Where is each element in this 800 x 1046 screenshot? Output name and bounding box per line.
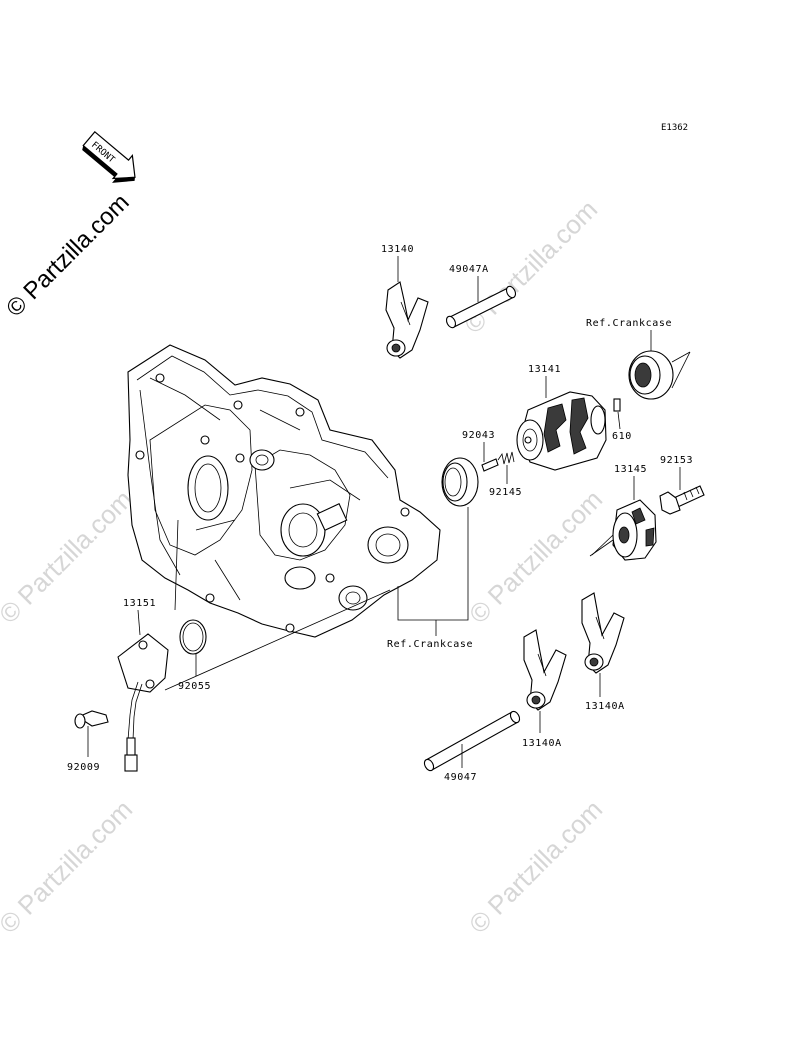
shift-rod-49047A [445,285,517,329]
spring-92145 [497,451,515,465]
shift-fork-13140A-left [523,629,567,711]
label-ref-crankcase-top: Ref.Crankcase [586,318,672,329]
label-92055: 92055 [178,681,211,692]
watermark-text: © Partzilla.com [0,484,138,629]
diagram-code: E1362 [661,123,688,133]
pin-610 [613,398,621,412]
label-92009: 92009 [67,762,100,773]
label-13141: 13141 [528,364,561,375]
watermark-text: © Partzilla.com [0,794,138,939]
label-610: 610 [612,431,632,442]
shift-fork-13140A-right [581,592,625,674]
shift-drum-13141 [516,391,607,471]
o-ring-92055 [179,619,207,655]
screw-92009 [74,710,109,729]
watermark-text-main: © Partzilla.com [1,189,134,322]
label-13140A-right: 13140A [585,701,625,712]
label-13151: 13151 [123,598,156,609]
bolt-92153 [659,485,705,515]
pin-92043 [481,458,499,472]
part-labels: 13140 49047A Ref.Crankcase 13141 610 920… [67,244,693,783]
leader-lines [87,256,681,768]
label-92043: 92043 [462,430,495,441]
label-49047A: 49047A [449,264,489,275]
bearing-drum [441,457,479,507]
crankcase-illustration [127,344,441,638]
front-arrow-icon: FRONT [82,130,136,183]
label-13140A-left: 13140A [522,738,562,749]
shift-fork-13140 [385,281,429,359]
bearing-top [628,350,691,400]
label-13145: 13145 [614,464,647,475]
label-49047: 49047 [444,772,477,783]
label-ref-crankcase-bottom: Ref.Crankcase [387,639,473,650]
label-92153: 92153 [660,455,693,466]
shift-cam-13145 [591,499,657,561]
label-92145: 92145 [489,487,522,498]
shift-rod-49047 [423,710,521,772]
neutral-switch-13151 [117,633,169,772]
label-13140: 13140 [381,244,414,255]
watermark-text: © Partzilla.com [463,794,608,939]
